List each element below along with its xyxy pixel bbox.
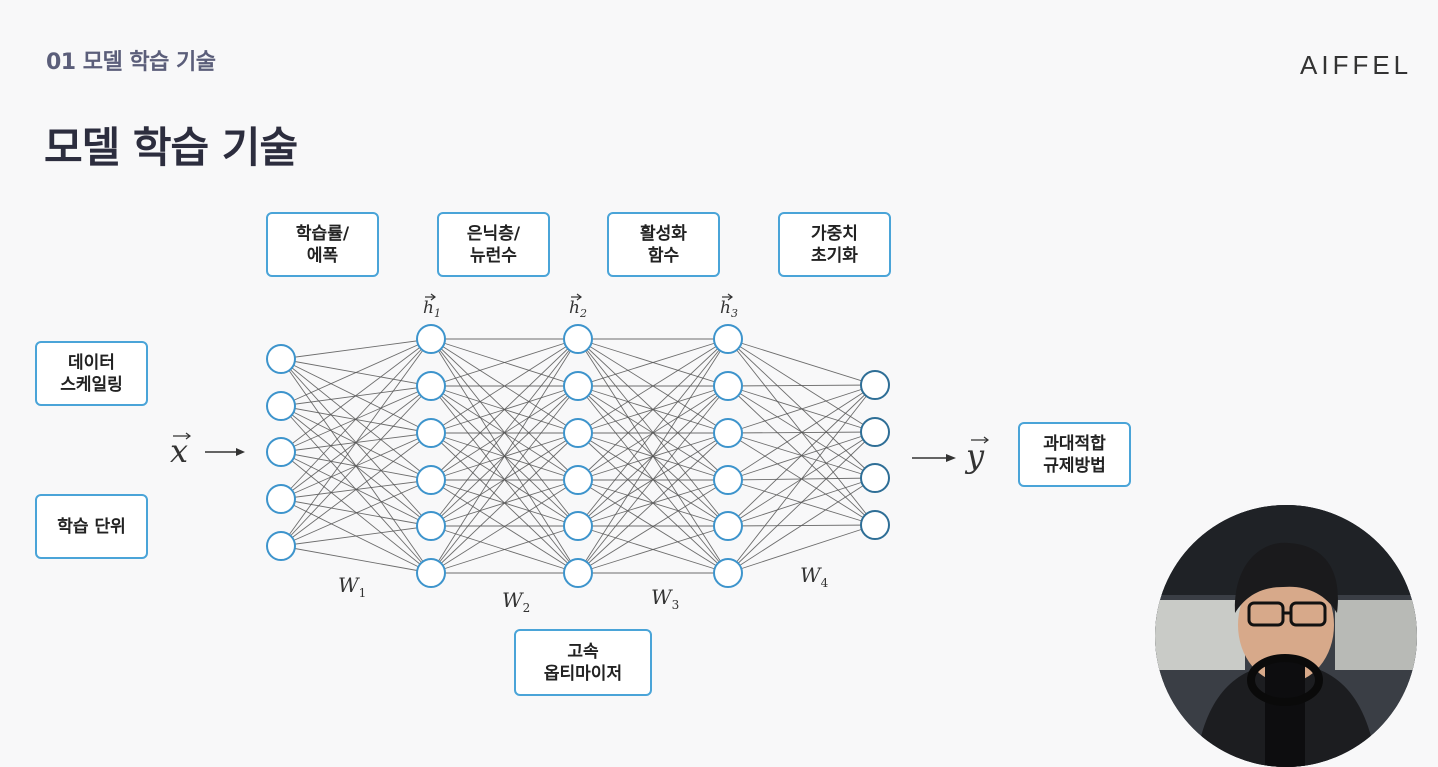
hidden-layer-label: h2: [569, 298, 587, 320]
network-edge: [728, 432, 875, 573]
hidden-node: [714, 419, 742, 447]
output-node: [861, 511, 889, 539]
network-edge: [728, 385, 875, 573]
hidden-node: [714, 325, 742, 353]
hidden-node: [417, 419, 445, 447]
hidden-node: [417, 512, 445, 540]
output-vector-label: y: [964, 437, 985, 475]
output-arrow-head: [946, 454, 956, 462]
network-edge: [728, 385, 875, 433]
weight-label: W3: [651, 585, 679, 612]
network-edge: [728, 339, 875, 385]
input-node: [267, 438, 295, 466]
network-edge: [728, 339, 875, 478]
webcam-shelf-right: [1335, 600, 1417, 670]
hidden-node: [564, 512, 592, 540]
presenter-webcam-image: [1155, 505, 1417, 767]
input-node: [267, 345, 295, 373]
input-arrow-head: [236, 448, 245, 456]
weight-label: W4: [800, 563, 829, 590]
output-node: [861, 464, 889, 492]
hidden-node: [417, 325, 445, 353]
input-vector-label: x: [170, 432, 188, 470]
hidden-node: [564, 466, 592, 494]
network-edge: [728, 385, 875, 526]
hidden-node: [564, 419, 592, 447]
hidden-node: [417, 466, 445, 494]
hidden-node: [564, 559, 592, 587]
microphone-icon: [1265, 658, 1305, 767]
weight-label: W1: [338, 573, 366, 600]
hidden-node: [714, 559, 742, 587]
output-node: [861, 418, 889, 446]
hidden-node: [714, 512, 742, 540]
hidden-node: [714, 372, 742, 400]
hidden-node: [564, 325, 592, 353]
network-edge: [728, 385, 875, 386]
hidden-node: [417, 559, 445, 587]
hidden-node: [714, 466, 742, 494]
input-node: [267, 392, 295, 420]
input-node: [267, 485, 295, 513]
webcam-shelf-left: [1155, 600, 1245, 670]
network-edge: [281, 546, 431, 573]
hidden-node: [564, 372, 592, 400]
output-node: [861, 371, 889, 399]
hidden-layer-label: h3: [720, 298, 738, 320]
weight-label: W2: [502, 588, 530, 615]
presenter-webcam: [1155, 505, 1417, 767]
hidden-node: [417, 372, 445, 400]
hidden-layer-label: h1: [423, 298, 441, 320]
input-node: [267, 532, 295, 560]
